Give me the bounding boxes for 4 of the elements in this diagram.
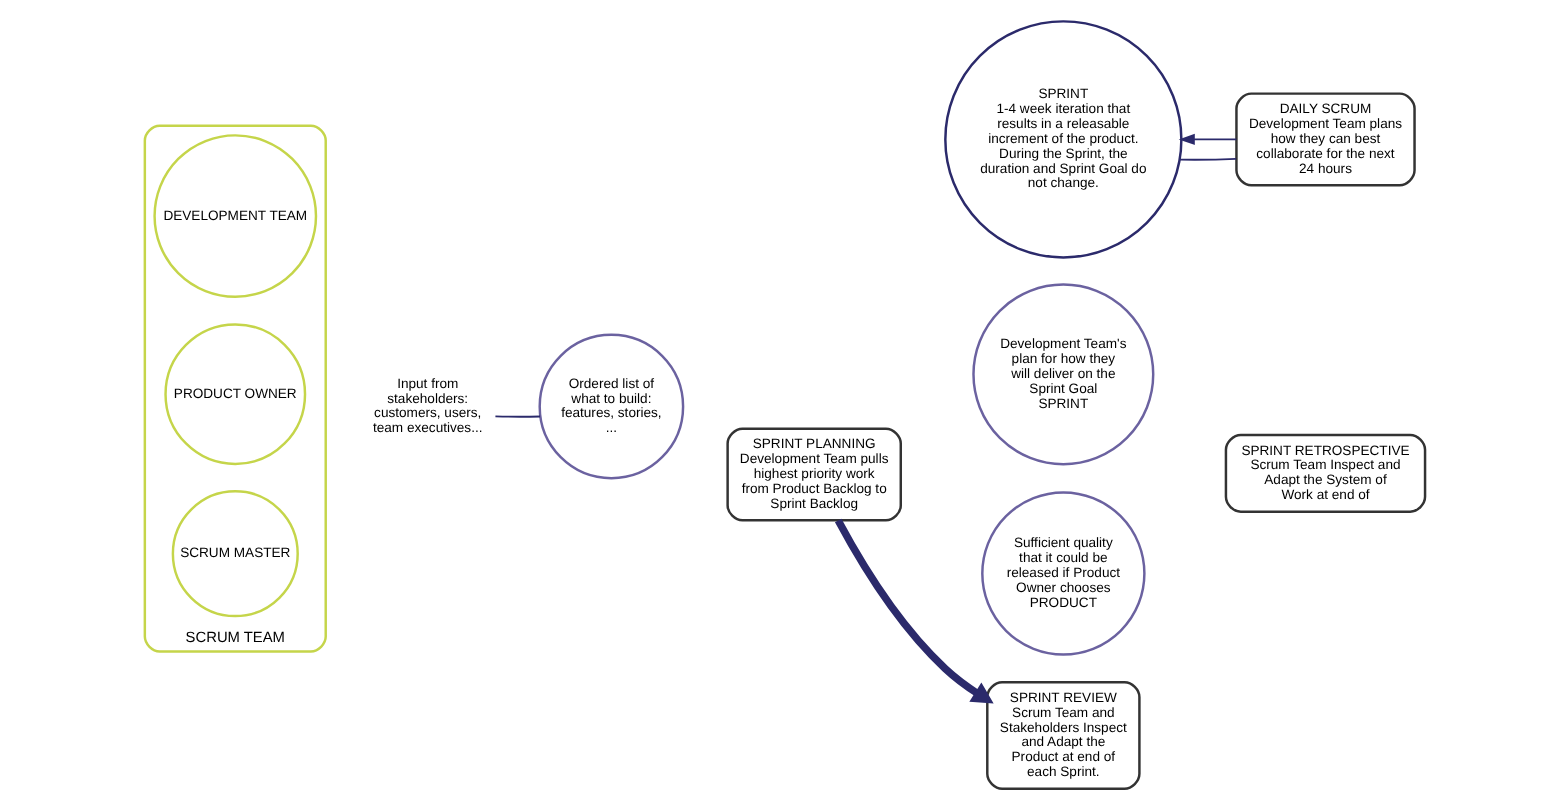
connector <box>1179 157 1237 161</box>
connector <box>494 415 541 418</box>
arrow <box>1178 133 1238 146</box>
arrow <box>834 518 994 704</box>
